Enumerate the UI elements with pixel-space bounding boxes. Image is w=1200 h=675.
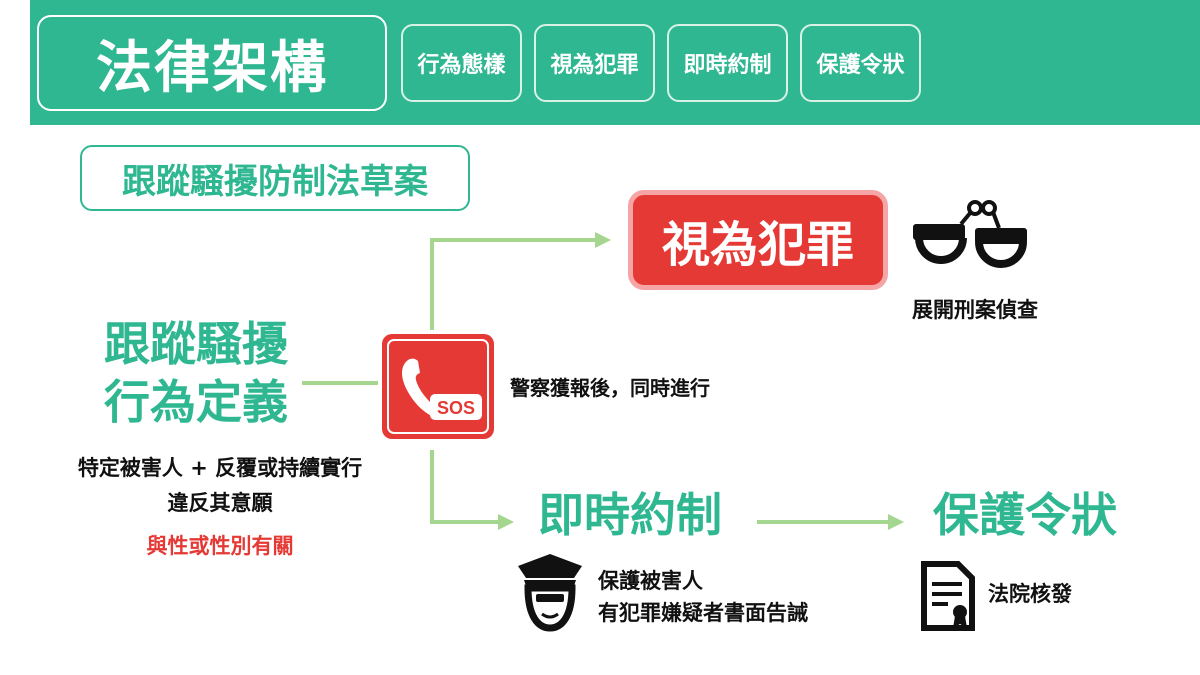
tab-behavior[interactable]: 行為態樣 bbox=[401, 24, 522, 102]
restraint-label: 即時約制 bbox=[538, 488, 722, 542]
definition-heading-line2: 行為定義 bbox=[104, 374, 288, 429]
definition-heading-line1: 跟蹤騷擾 bbox=[104, 317, 288, 371]
restraint-note-line1: 保護被害人 bbox=[598, 569, 703, 593]
tab-restraint[interactable]: 即時約制 bbox=[667, 24, 788, 102]
sos-label: SOS bbox=[437, 398, 475, 418]
tab-crime[interactable]: 視為犯罪 bbox=[534, 24, 655, 102]
page-title: 法律架構 bbox=[37, 15, 387, 111]
handcuffs-icon bbox=[905, 196, 1035, 284]
definition-line1: 特定被害人 + 反覆或持續實行 bbox=[77, 456, 363, 480]
definition-line3: 與性或性別有關 bbox=[146, 534, 294, 558]
arrowhead-restraint bbox=[498, 514, 514, 530]
tab-protection-order[interactable]: 保護令狀 bbox=[800, 24, 921, 102]
sos-phone-icon: SOS bbox=[382, 334, 494, 439]
connector-sos-restraint bbox=[430, 450, 498, 524]
order-label: 保護令狀 bbox=[933, 488, 1117, 542]
certificate-document-icon bbox=[920, 560, 976, 636]
arrowhead-order bbox=[888, 514, 904, 530]
header-bar bbox=[30, 0, 1200, 125]
crime-label: 視為犯罪 bbox=[628, 190, 888, 290]
arrowhead-crime bbox=[595, 232, 611, 248]
connector-sos-crime bbox=[430, 238, 595, 330]
order-note: 法院核發 bbox=[988, 582, 1072, 606]
crime-note: 展開刑案偵查 bbox=[912, 298, 1038, 322]
police-officer-icon bbox=[514, 550, 586, 636]
sos-caption: 警察獲報後，同時進行 bbox=[510, 376, 710, 400]
restraint-note-line2: 有犯罪嫌疑者書面告誡 bbox=[598, 601, 808, 625]
definition-line2: 違反其意願 bbox=[167, 491, 273, 515]
definition-heading: 跟蹤騷擾 行為定義 bbox=[80, 316, 312, 431]
bill-subtitle: 跟蹤騷擾防制法草案 bbox=[80, 145, 470, 211]
